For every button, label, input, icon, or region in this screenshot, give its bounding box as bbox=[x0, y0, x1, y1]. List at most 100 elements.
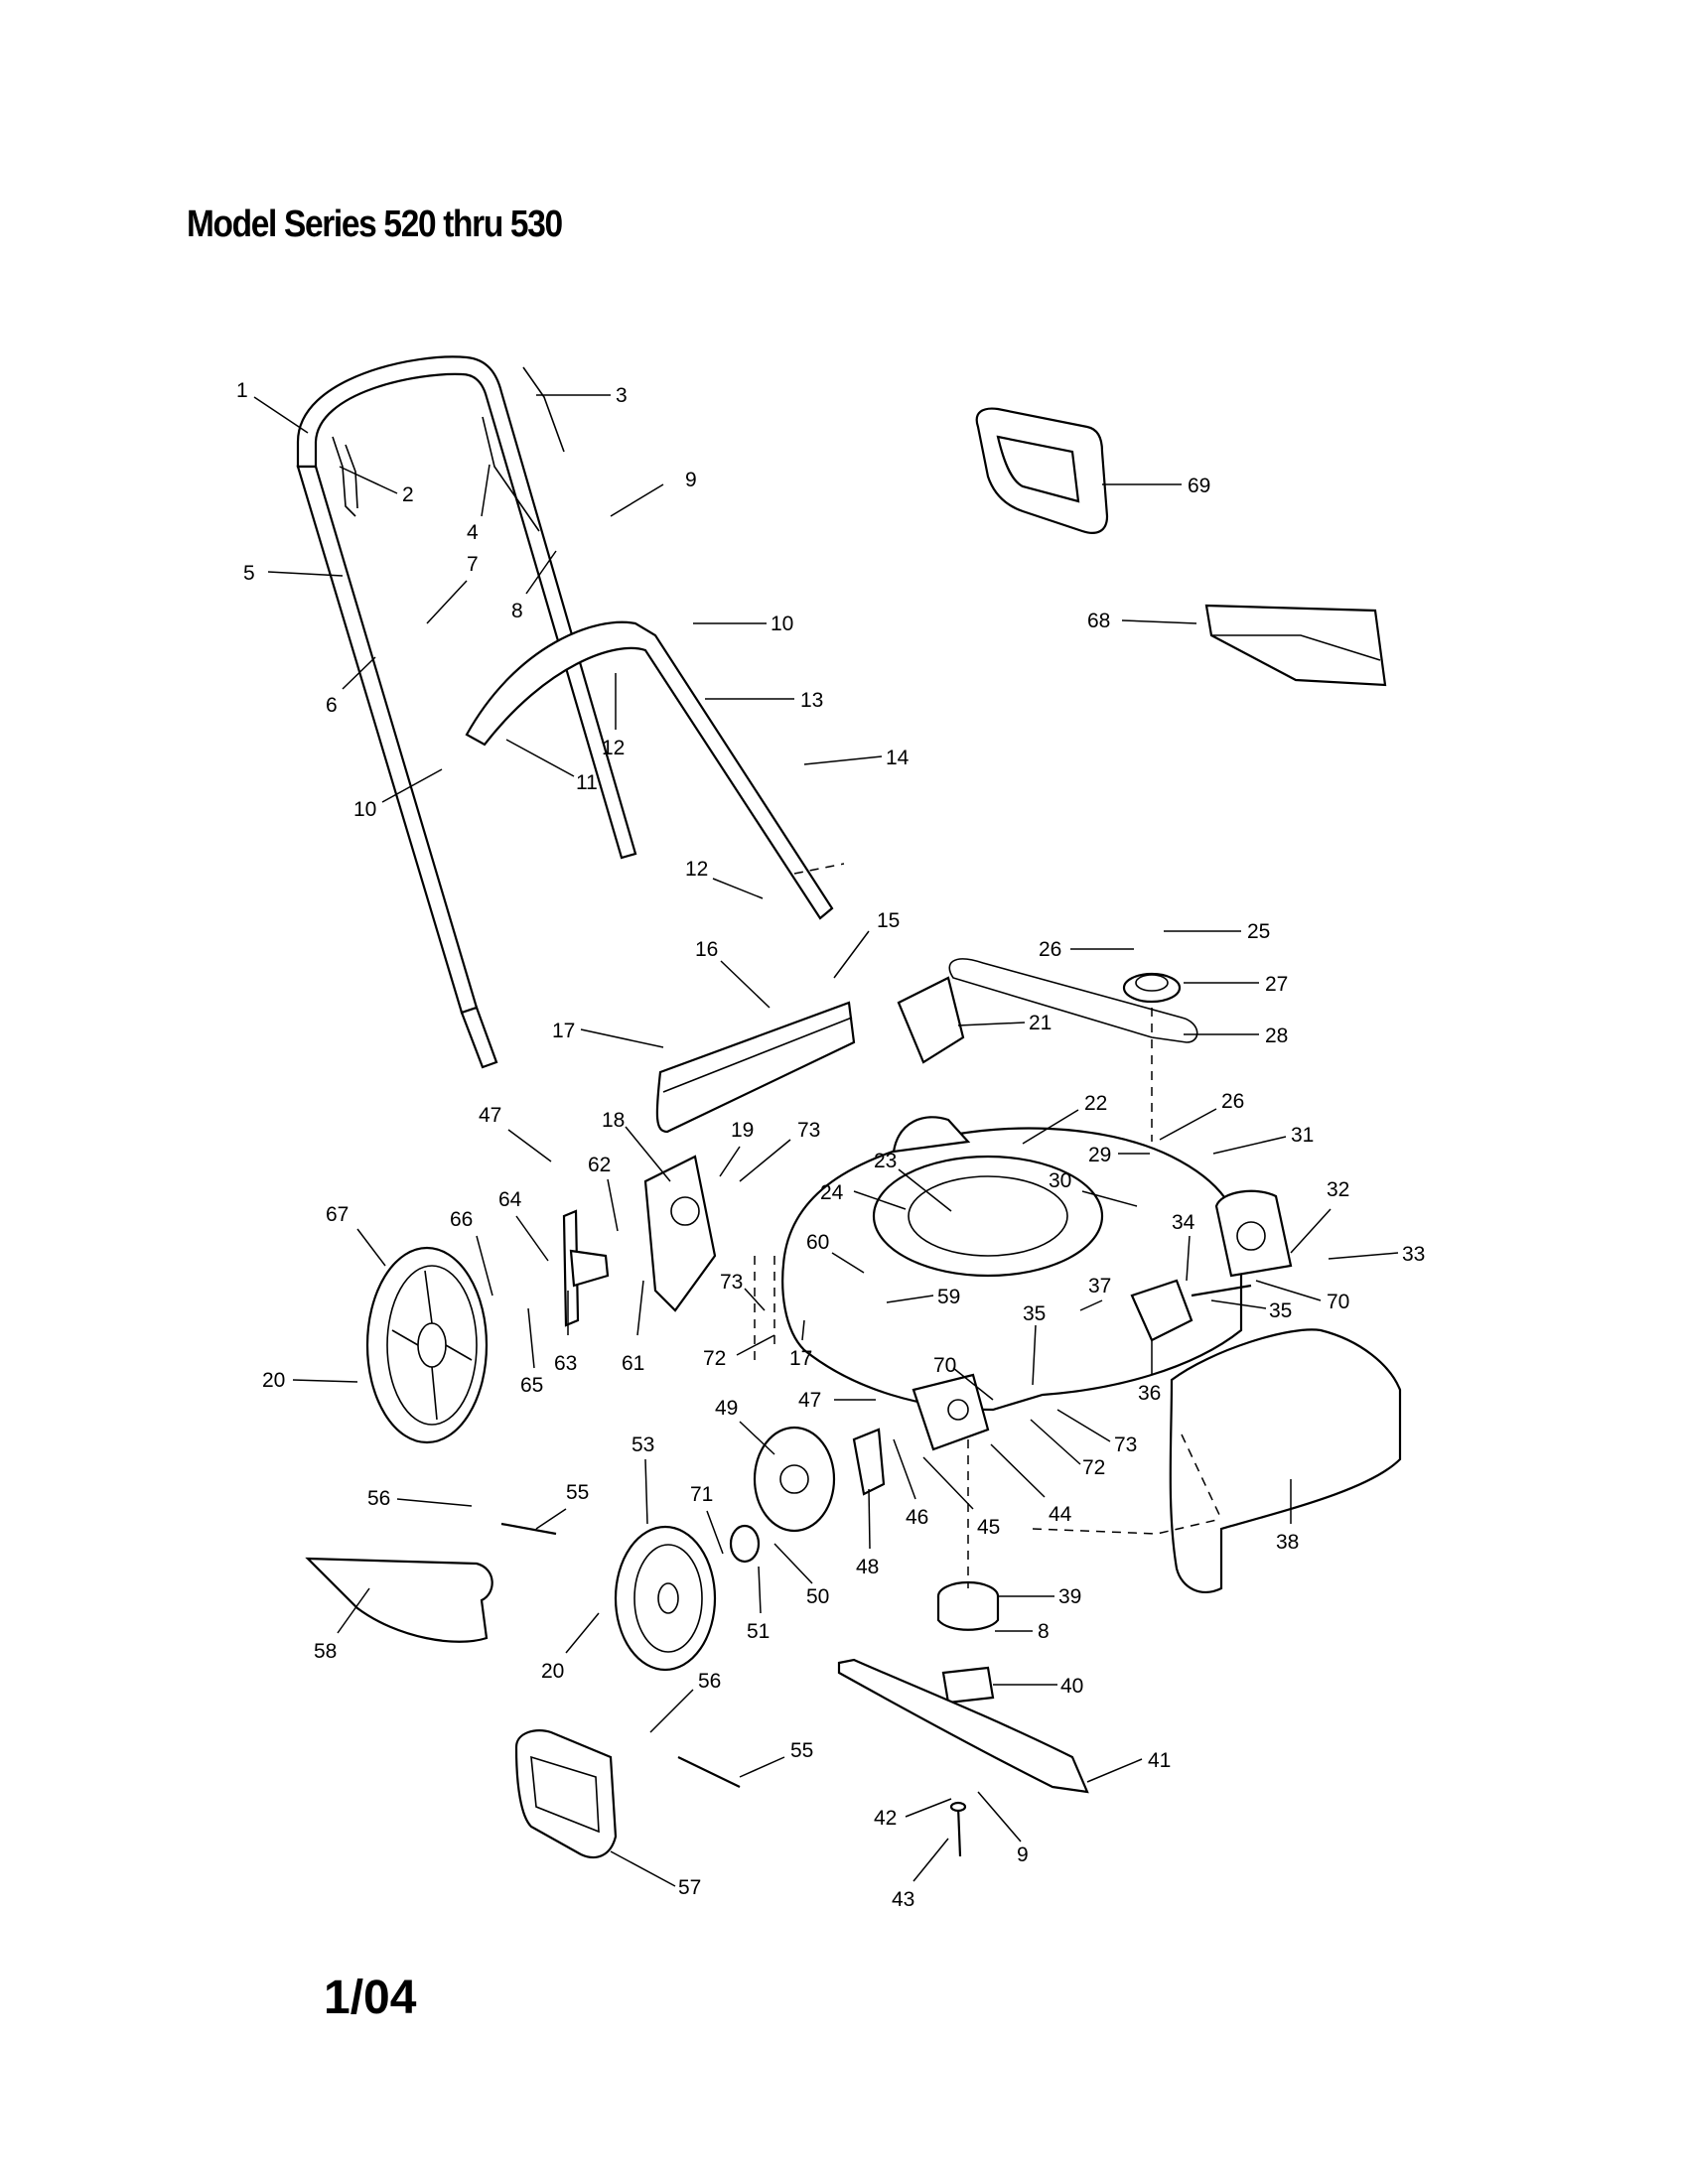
right-gear-housing bbox=[1214, 1189, 1293, 1278]
callout-44: 44 bbox=[990, 1443, 1072, 1526]
control-bail bbox=[332, 436, 358, 517]
callout-30: 30 bbox=[1049, 1169, 1138, 1207]
callout-35a-label: 35 bbox=[1023, 1302, 1046, 1325]
callout-17a-label: 17 bbox=[552, 1020, 575, 1042]
callout-55a: 55 bbox=[535, 1481, 589, 1530]
callout-10b-label: 10 bbox=[353, 798, 376, 821]
callout-31: 31 bbox=[1212, 1124, 1314, 1155]
mower-blade bbox=[837, 1658, 1089, 1794]
callout-51: 51 bbox=[747, 1566, 770, 1643]
callout-27: 27 bbox=[1184, 973, 1288, 996]
drive-gear-disc bbox=[753, 1426, 836, 1533]
callout-39-label: 39 bbox=[1058, 1585, 1081, 1608]
callout-25-label: 25 bbox=[1247, 920, 1270, 943]
callout-22: 22 bbox=[1022, 1092, 1107, 1145]
callout-38: 38 bbox=[1276, 1479, 1299, 1554]
blade-bolt bbox=[949, 1801, 967, 1857]
callout-68-label: 68 bbox=[1087, 610, 1110, 632]
callout-14: 14 bbox=[803, 747, 910, 769]
callout-50-label: 50 bbox=[806, 1585, 829, 1608]
callout-59: 59 bbox=[886, 1286, 960, 1308]
callout-62-label: 62 bbox=[588, 1154, 611, 1176]
callout-11-label: 11 bbox=[576, 771, 598, 794]
callout-68: 68 bbox=[1087, 610, 1197, 632]
callout-3: 3 bbox=[536, 384, 628, 407]
callout-41-label: 41 bbox=[1148, 1749, 1171, 1772]
callout-46: 46 bbox=[893, 1438, 928, 1529]
callout-12b-label: 12 bbox=[685, 858, 708, 881]
callout-65: 65 bbox=[520, 1307, 543, 1397]
callout-40-label: 40 bbox=[1060, 1675, 1083, 1698]
callout-9b: 9 bbox=[977, 1791, 1029, 1866]
callout-37-label: 37 bbox=[1088, 1275, 1111, 1297]
callout-45-label: 45 bbox=[977, 1516, 1000, 1539]
callout-39: 39 bbox=[998, 1585, 1081, 1608]
callout-70a-label: 70 bbox=[1327, 1291, 1349, 1313]
callout-66: 66 bbox=[450, 1208, 493, 1297]
callout-6: 6 bbox=[326, 656, 376, 717]
callout-47b-label: 47 bbox=[798, 1389, 821, 1412]
callout-73c-label: 73 bbox=[1114, 1433, 1137, 1456]
callout-24: 24 bbox=[820, 1181, 907, 1210]
callout-51-label: 51 bbox=[747, 1620, 770, 1643]
callout-3-label: 3 bbox=[616, 384, 628, 407]
callout-17b: 17 bbox=[789, 1319, 812, 1370]
callout-72a: 72 bbox=[703, 1334, 775, 1370]
callout-9-label: 9 bbox=[685, 469, 697, 491]
grass-bag bbox=[1204, 604, 1387, 687]
callout-15: 15 bbox=[833, 909, 900, 979]
rear-flap bbox=[655, 1001, 856, 1134]
drive-belt bbox=[948, 958, 1198, 1043]
callout-69-label: 69 bbox=[1188, 475, 1210, 497]
callout-16-label: 16 bbox=[695, 938, 718, 961]
callout-35b-label: 35 bbox=[1269, 1299, 1292, 1322]
pinion-gear bbox=[729, 1524, 761, 1564]
callout-25: 25 bbox=[1164, 920, 1270, 943]
rear-discharge-chute bbox=[1169, 1328, 1402, 1593]
callout-17a: 17 bbox=[552, 1020, 664, 1048]
callout-22-label: 22 bbox=[1084, 1092, 1107, 1115]
callout-8b-label: 8 bbox=[1038, 1620, 1050, 1643]
assembly-alignment-lines bbox=[754, 863, 1222, 1588]
callout-33: 33 bbox=[1328, 1243, 1425, 1266]
mower-deck bbox=[781, 1116, 1243, 1412]
callout-56b: 56 bbox=[649, 1670, 721, 1733]
callout-57-label: 57 bbox=[678, 1876, 701, 1899]
callout-73b: 73 bbox=[720, 1271, 766, 1311]
callout-69: 69 bbox=[1102, 475, 1210, 497]
callout-10a-label: 10 bbox=[771, 613, 793, 635]
callout-29-label: 29 bbox=[1088, 1144, 1111, 1166]
callout-20b-label: 20 bbox=[541, 1660, 564, 1683]
callout-1: 1 bbox=[236, 379, 309, 434]
callout-13: 13 bbox=[705, 689, 823, 712]
callout-28: 28 bbox=[1184, 1024, 1288, 1047]
callout-29: 29 bbox=[1088, 1144, 1150, 1166]
callout-26a-label: 26 bbox=[1039, 938, 1061, 961]
callout-24-label: 24 bbox=[820, 1181, 844, 1204]
callout-23-label: 23 bbox=[874, 1150, 897, 1172]
callout-12a-label: 12 bbox=[602, 737, 625, 759]
callout-12a: 12 bbox=[602, 673, 625, 759]
callout-14-label: 14 bbox=[886, 747, 910, 769]
callout-64: 64 bbox=[498, 1188, 549, 1262]
callout-7: 7 bbox=[426, 553, 479, 624]
callout-9: 9 bbox=[610, 469, 697, 517]
callout-73a: 73 bbox=[739, 1119, 820, 1182]
callout-10a: 10 bbox=[693, 613, 793, 635]
callout-10b: 10 bbox=[353, 768, 443, 821]
callout-40: 40 bbox=[993, 1675, 1083, 1698]
callout-45: 45 bbox=[922, 1456, 1000, 1539]
callout-60-label: 60 bbox=[806, 1231, 829, 1254]
callout-42-label: 42 bbox=[874, 1807, 897, 1830]
callout-5-label: 5 bbox=[243, 562, 255, 585]
callout-20a-label: 20 bbox=[262, 1369, 285, 1392]
diagram-title: Model Series 520 thru 530 bbox=[187, 204, 563, 245]
callout-72b-label: 72 bbox=[1082, 1456, 1105, 1479]
callout-36: 36 bbox=[1138, 1340, 1161, 1405]
callout-59-label: 59 bbox=[937, 1286, 960, 1308]
callout-21: 21 bbox=[957, 1012, 1052, 1034]
callout-8-label: 8 bbox=[511, 600, 523, 622]
callout-58: 58 bbox=[314, 1587, 370, 1663]
callout-53: 53 bbox=[632, 1433, 654, 1525]
door-rod bbox=[500, 1522, 741, 1788]
